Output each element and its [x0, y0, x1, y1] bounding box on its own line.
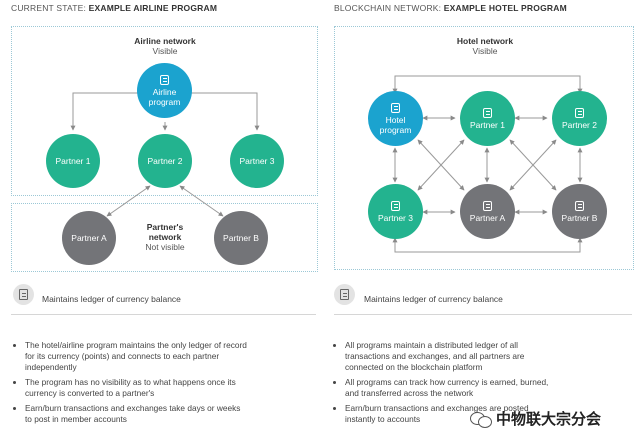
node-partner-1: Partner 1 [46, 134, 100, 188]
arrow-partner2-partnerB [179, 185, 224, 217]
left-panel-title: CURRENT STATE: EXAMPLE AIRLINE PROGRAM [11, 3, 217, 13]
hotel-network-visibility: Visible [472, 46, 498, 56]
left-bullet-2: The program has no visibility as to what… [25, 377, 247, 399]
ledger-icon [160, 74, 169, 85]
left-bullet-1: The hotel/airline program maintains the … [25, 340, 247, 373]
ledger-icon [575, 200, 584, 211]
hotel-program-label-1: Hotel [385, 114, 406, 125]
r-partner-3-label: Partner 3 [378, 212, 413, 223]
arrow-airline-partner1 [70, 92, 140, 131]
hotel-network-label: Hotel network Visible [430, 36, 540, 56]
right-bullet-3: Earn/burn transactions and exchanges are… [345, 403, 557, 425]
arrow-top-arc [392, 75, 583, 94]
right-divider [334, 314, 632, 315]
node-r-partner-a: Partner A [460, 184, 515, 239]
watermark-text: 中物联大宗分会 [496, 411, 602, 428]
partner-network-box [11, 203, 318, 272]
node-partner-a: Partner A [62, 211, 116, 265]
partner-1-label: Partner 1 [55, 156, 91, 166]
left-title-bold: EXAMPLE AIRLINE PROGRAM [88, 3, 218, 13]
node-partner-3: Partner 3 [230, 134, 284, 188]
ledger-icon [391, 200, 400, 211]
left-bullet-list: The hotel/airline program maintains the … [14, 340, 247, 429]
left-legend-ledger-icon [13, 284, 34, 305]
left-divider [11, 314, 316, 315]
node-r-partner-3: Partner 3 [368, 184, 423, 239]
arrow-p2-pa [509, 139, 557, 191]
chat-bubble-icon [470, 411, 492, 428]
ledger-icon [391, 102, 400, 113]
node-hotel-program: Hotel program [368, 91, 423, 146]
partner-2-label: Partner 2 [147, 156, 183, 166]
right-bullet-1: All programs maintain a distributed ledg… [345, 340, 557, 373]
arrow-p1-p3 [417, 139, 465, 191]
r-partner-1-label: Partner 1 [470, 119, 505, 130]
node-airline-program: Airline program [137, 63, 192, 118]
right-title-bold: EXAMPLE HOTEL PROGRAM [443, 3, 567, 13]
right-title-prefix: BLOCKCHAIN NETWORK: [334, 3, 444, 13]
hotel-program-label-2: program [379, 124, 412, 135]
airline-network-label: Airline network Visible [110, 36, 220, 56]
partner-3-label: Partner 3 [239, 156, 275, 166]
node-r-partner-2: Partner 2 [552, 91, 607, 146]
r-partner-b-label: Partner B [561, 212, 598, 223]
partner-b-label: Partner B [223, 233, 259, 243]
airline-network-title: Airline network [134, 36, 196, 46]
airline-network-box [11, 26, 318, 196]
ledger-icon [483, 200, 492, 211]
right-bullet-list: All programs maintain a distributed ledg… [334, 340, 557, 429]
right-legend-ledger-icon [334, 284, 355, 305]
airline-program-label-1: Airline [152, 86, 177, 97]
airline-network-visibility: Visible [152, 46, 178, 56]
airline-program-label-2: program [148, 96, 181, 107]
left-title-prefix: CURRENT STATE: [11, 3, 89, 13]
node-r-partner-1: Partner 1 [460, 91, 515, 146]
r-partner-a-label: Partner A [469, 212, 506, 223]
right-panel-title: BLOCKCHAIN NETWORK: EXAMPLE HOTEL PROGRA… [334, 3, 567, 13]
hotel-network-box [334, 26, 634, 270]
partner-network-title-2: network [148, 232, 182, 242]
arrow-bottom-arc [392, 237, 583, 253]
left-bullet-3: Earn/burn transactions and exchanges tak… [25, 403, 247, 425]
right-bullet-2: All programs can track how currency is e… [345, 377, 557, 399]
watermark: 中物联大宗分会 [470, 408, 601, 429]
right-legend-text: Maintains ledger of currency balance [364, 294, 503, 304]
node-partner-b: Partner B [214, 211, 268, 265]
partner-a-label: Partner A [71, 233, 107, 243]
arrow-partner2-partnerA [106, 185, 151, 217]
left-legend-text: Maintains ledger of currency balance [42, 294, 181, 304]
r-partner-2-label: Partner 2 [562, 119, 597, 130]
partner-network-label: Partner's network Not visible [130, 222, 200, 252]
node-partner-2: Partner 2 [138, 134, 192, 188]
hotel-network-title: Hotel network [456, 36, 514, 46]
partner-network-visibility: Not visible [145, 242, 185, 252]
ledger-icon [575, 107, 584, 118]
ledger-icon [483, 107, 492, 118]
node-r-partner-b: Partner B [552, 184, 607, 239]
arrow-airline-partner3 [190, 92, 260, 131]
partner-network-title-1: Partner's [146, 222, 184, 232]
